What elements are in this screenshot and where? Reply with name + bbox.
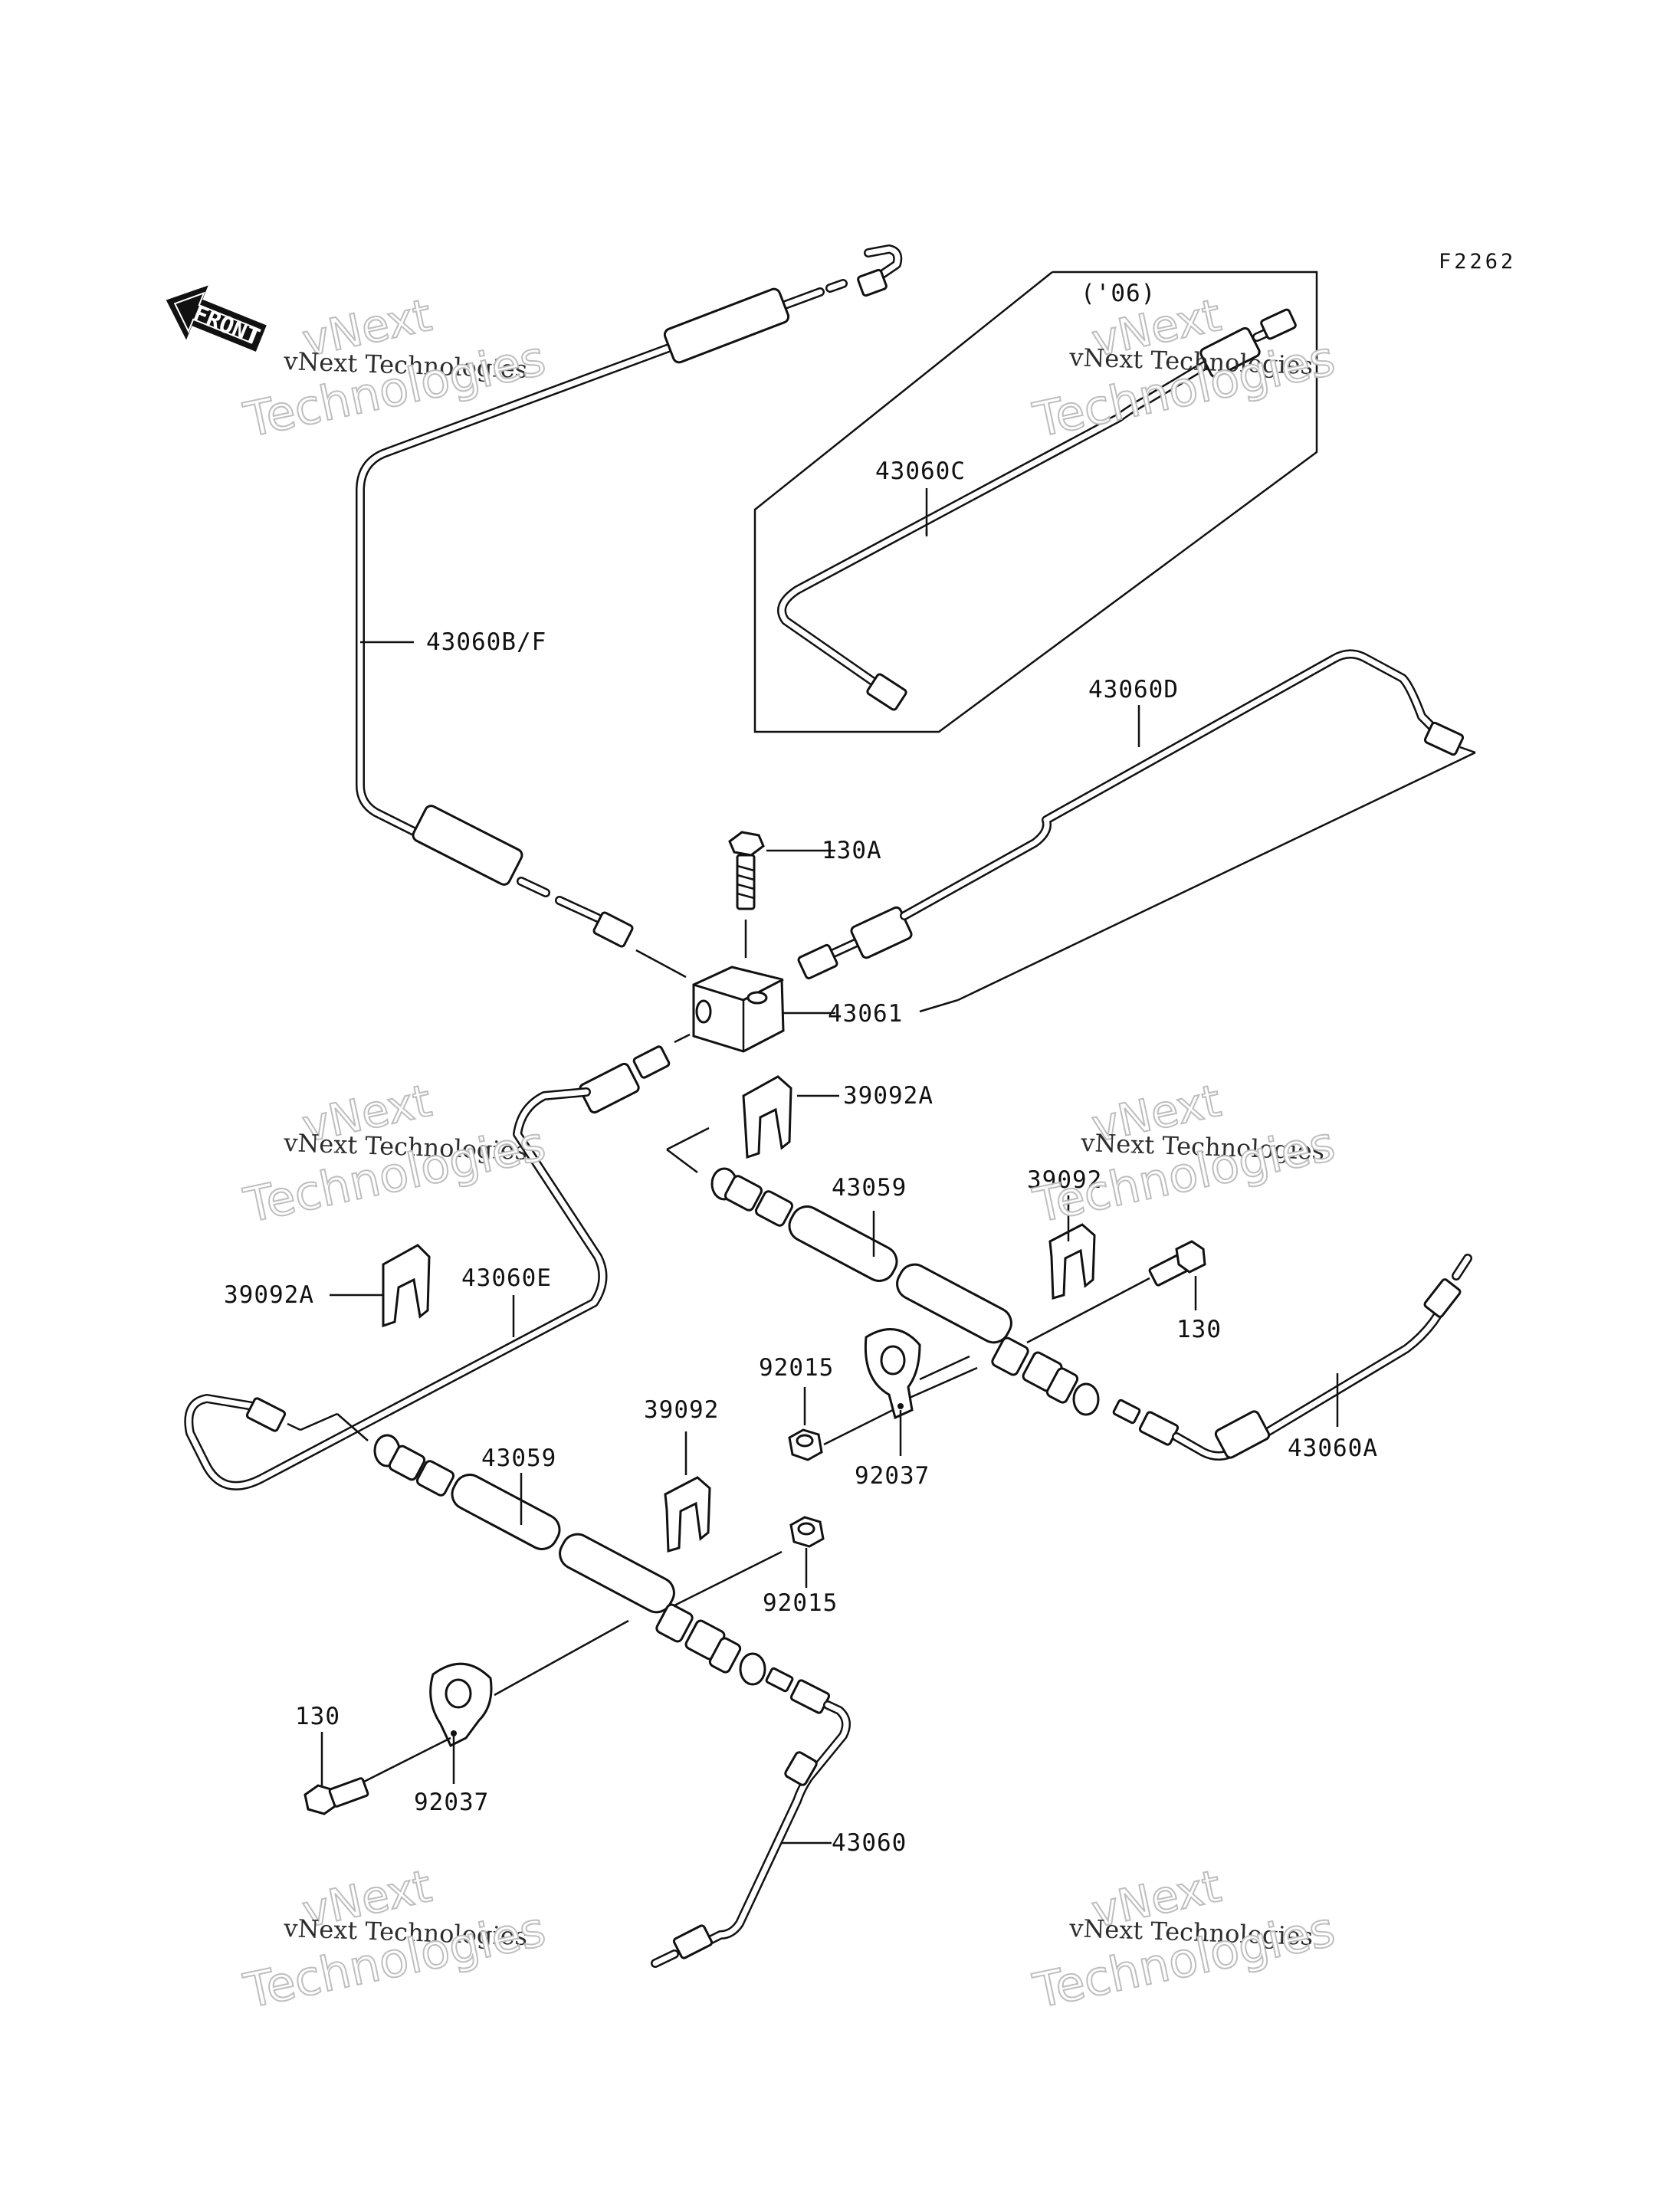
watermark-mid-right: vNext vNext Technologies Technologies xyxy=(1028,1074,1340,1235)
callout-130-right: 130 xyxy=(1176,1316,1222,1343)
clip-39092a-left: 39092A xyxy=(224,1244,431,1328)
brake-pipe-43060d: 43060D xyxy=(797,649,1476,1002)
nut-92015-lower: 92015 xyxy=(763,1516,838,1617)
brake-hose-43059-lower: 43059 xyxy=(373,1434,783,1697)
watermark-top-left: vNext vNext Technologies Technologies xyxy=(238,288,551,449)
watermark-mid-left: vNext vNext Technologies Technologies xyxy=(238,1074,551,1235)
watermark-bottom-left: vNext vNext Technologies Technologies xyxy=(238,1859,551,2020)
bolt-130a: 130A xyxy=(728,831,882,958)
bolt-130-right: 130 xyxy=(1026,1240,1222,1344)
figure-code: F2262 xyxy=(1439,250,1516,274)
brake-pipe-43060: 43060 xyxy=(651,1667,907,1968)
callout-130a: 130A xyxy=(822,837,882,864)
callout-43060d: 43060D xyxy=(1088,676,1179,703)
callout-39092-mid: 39092 xyxy=(644,1396,719,1424)
svg-text:vNext: vNext xyxy=(1088,1860,1226,1938)
brake-pipe-43060a: 43060A xyxy=(1112,1254,1472,1462)
clip-39092-mid: 39092 xyxy=(644,1396,719,1553)
callout-43060bf: 43060B/F xyxy=(426,628,546,656)
callout-43059-lower: 43059 xyxy=(481,1444,556,1472)
clamp-92037-right: 92037 xyxy=(823,1328,970,1490)
front-label: FRONT xyxy=(189,300,264,351)
brake-pipe-43060bf: 43060B/F xyxy=(356,244,903,948)
watermark-top-right: vNext vNext Technologies Technologies xyxy=(1028,288,1340,449)
clip-39092a-upper: 39092A xyxy=(742,1075,934,1159)
watermark-bottom-right: vNext vNext Technologies Technologies xyxy=(1028,1859,1340,2020)
inset-2006-frame: ('06) xyxy=(753,271,1318,733)
callout-43060: 43060 xyxy=(832,1829,907,1857)
callout-43060a: 43060A xyxy=(1288,1435,1378,1462)
callout-43059-upper: 43059 xyxy=(832,1174,907,1202)
callout-39092a-left: 39092A xyxy=(224,1281,314,1309)
callout-43061: 43061 xyxy=(828,1000,903,1028)
brake-pipe-43060e: 43060E xyxy=(184,1033,691,1490)
callout-92037-left: 92037 xyxy=(414,1789,489,1816)
callout-130-left: 130 xyxy=(295,1703,340,1730)
brake-hose-43059-upper: 43059 xyxy=(666,1126,1100,1416)
callout-43060e: 43060E xyxy=(461,1264,552,1292)
callout-39092-right: 39092 xyxy=(1027,1166,1102,1194)
callout-39092a-upper: 39092A xyxy=(843,1082,934,1110)
inset-label: ('06) xyxy=(1081,280,1156,307)
nut-92015-upper: 92015 xyxy=(759,1354,834,1461)
bolt-130-left: 130 xyxy=(295,1703,369,1815)
brake-pipe-43060c: 43060C xyxy=(777,308,1297,711)
clamp-92037-left: 92037 xyxy=(356,1662,493,1816)
callout-92015-lower: 92015 xyxy=(763,1589,838,1617)
callout-92015-upper: 92015 xyxy=(759,1354,834,1382)
front-direction-arrow-icon: FRONT xyxy=(166,285,267,352)
callout-92037-right: 92037 xyxy=(855,1462,930,1490)
callout-43060c: 43060C xyxy=(875,457,966,485)
clip-39092-right: 39092 xyxy=(1027,1166,1102,1300)
brake-joint-43061: 43061 xyxy=(635,949,959,1053)
